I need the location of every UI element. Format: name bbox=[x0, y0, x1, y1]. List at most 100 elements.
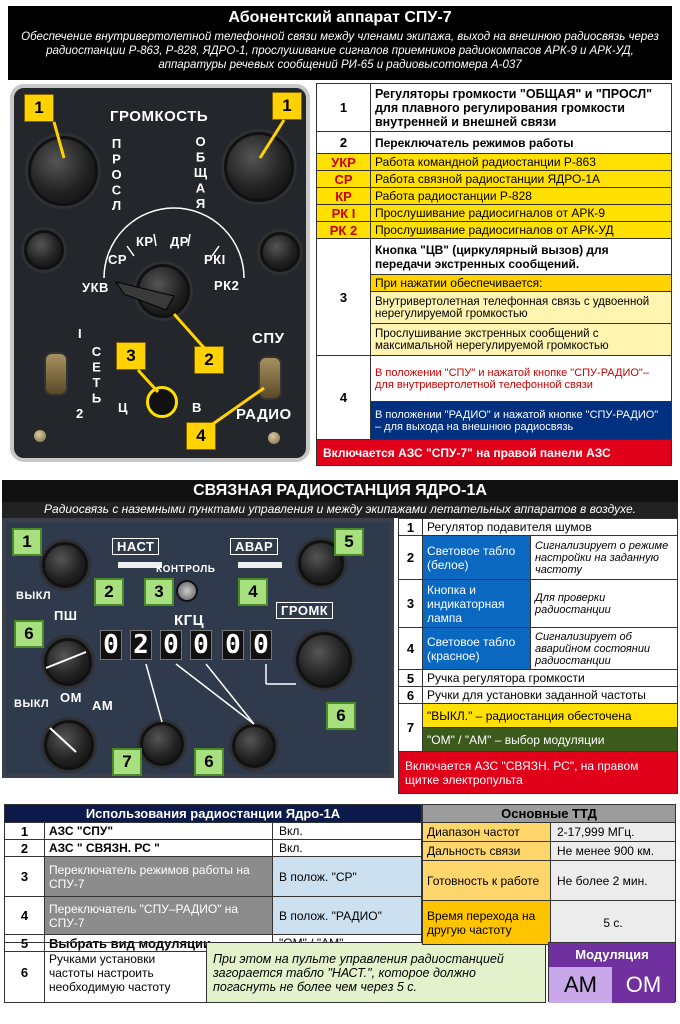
spu-row-text: Внутривертолетная телефонная связь с удв… bbox=[370, 291, 672, 324]
yadro-row-text: Ручки для установки заданной частоты bbox=[422, 686, 678, 704]
usage-row-value: В полож. "РАДИО" bbox=[272, 896, 422, 935]
ttd-value: Не менее 900 км. bbox=[550, 841, 676, 861]
cv-button[interactable] bbox=[146, 386, 178, 418]
usage-row-num: 3 bbox=[4, 856, 45, 897]
usage-row-num: 1 bbox=[4, 822, 45, 840]
yadro-row-num: 2 bbox=[398, 535, 423, 580]
avar-indicator bbox=[238, 562, 282, 568]
ttd-title: Основные ТТД bbox=[422, 804, 676, 823]
spu-azs-note: Включается АЗС "СПУ-7" на правой панели … bbox=[316, 439, 672, 466]
yadro-callout-3: 3 bbox=[144, 578, 174, 606]
usage-row-action: АЗС "СПУ" bbox=[44, 822, 273, 840]
usage-row-action: Переключатель режимов работы на СПУ-7 bbox=[44, 856, 273, 897]
yadro-row-text: Световое табло (белое) bbox=[422, 535, 531, 580]
ts-label: Ц bbox=[118, 400, 128, 415]
vykl-label-top: ВЫКЛ bbox=[16, 590, 52, 602]
ttd-param: Диапазон частот bbox=[422, 822, 551, 842]
ukv-label: УКВ bbox=[82, 280, 109, 295]
modulation-box: Модуляция АМ ОМ bbox=[548, 942, 676, 1003]
yadro-callout-6-right: 6 bbox=[326, 702, 356, 730]
usage-row-num: 2 bbox=[4, 839, 45, 857]
vykl-label-bottom: ВЫКЛ bbox=[14, 698, 50, 710]
am-option: АМ bbox=[549, 967, 612, 1003]
yadro-panel-image: ВЫКЛ НАСТ АВАР КОНТРОЛЬ ГРОМК ПШ КГЦ 0 2… bbox=[2, 518, 394, 778]
prosl-volume-knob[interactable] bbox=[28, 136, 98, 206]
spu-row-text: В положении "СПУ" и нажатой кнопке "СПУ-… bbox=[370, 355, 672, 402]
radio-label: РАДИО bbox=[236, 406, 292, 423]
set-toggle-switch[interactable] bbox=[44, 352, 68, 396]
yadro-callout-1: 1 bbox=[12, 528, 42, 556]
usage-row-num: 6 bbox=[4, 942, 45, 1003]
om-option: ОМ bbox=[612, 967, 675, 1003]
usage-row-6: 6 Ручками установки частоты настроить не… bbox=[4, 942, 546, 1003]
spu-row-text: Работа связной радиостанции ЯДРО-1А bbox=[370, 170, 672, 188]
usage-row-value: В полож. "СР" bbox=[272, 856, 422, 897]
spu-row-text: Прослушивание радиосигналов от АРК-9 bbox=[370, 204, 672, 222]
yadro-callout-7: 7 bbox=[112, 748, 142, 776]
ttd-param: Готовность к работе bbox=[422, 860, 551, 901]
yadro-row-text: Регулятор подавителя шумов bbox=[422, 518, 678, 536]
psh-knob[interactable] bbox=[44, 638, 92, 686]
spu-row-num: КР bbox=[316, 187, 371, 205]
yadro-row-text: Световое табло (красное) bbox=[422, 627, 531, 670]
spu-row-num: СР bbox=[316, 170, 371, 188]
yadro-azs-note: Включается АЗС "СВЯЗН. РС", на правом щи… bbox=[398, 751, 678, 794]
yadro-row-desc: Для проверки радиостанции bbox=[530, 579, 678, 628]
obshaya-label: ОБЩАЯ bbox=[193, 134, 208, 212]
modulation-title: Модуляция bbox=[549, 943, 675, 967]
ttd-param: Время перехода на другую частоту bbox=[422, 900, 551, 945]
yadro-row-num: 7 bbox=[398, 703, 423, 752]
squelch-knob[interactable] bbox=[42, 542, 88, 588]
callout-2: 2 bbox=[194, 346, 224, 374]
mode-pointer-icon bbox=[114, 281, 175, 311]
yadro-row-text: Кнопка и индикаторная лампа bbox=[422, 579, 531, 628]
yadro-row-desc: Сигнализирует о режиме настройки на зада… bbox=[530, 535, 678, 580]
spu-row-text: Переключатель режимов работы bbox=[370, 131, 672, 154]
yadro-subtitle-bar: Радиосвязь с наземными пунктами управлен… bbox=[2, 502, 678, 518]
sr-label: СР bbox=[108, 252, 128, 267]
two-label: 2 bbox=[76, 406, 84, 421]
yadro-callout-2: 2 bbox=[94, 578, 124, 606]
spu-row-text: Прослушивание радиосигналов от АРК-УД bbox=[370, 221, 672, 239]
obshaya-volume-knob[interactable] bbox=[224, 132, 294, 202]
spu-row-num: 1 bbox=[316, 83, 371, 132]
freq-digit: 2 bbox=[130, 630, 152, 660]
aux-knob-left bbox=[24, 230, 64, 270]
spu-row-text: Регуляторы громкости "ОБЩАЯ" и "ПРОСЛ" д… bbox=[370, 83, 672, 132]
gromk-knob[interactable] bbox=[296, 632, 352, 688]
callout-1-left: 1 bbox=[24, 94, 54, 122]
yadro-row-num: 1 bbox=[398, 518, 423, 536]
usage-row-value: При этом на пульте управления радиостанц… bbox=[206, 942, 546, 1003]
spu-panel-image: ГРОМКОСТЬ ПРОСЛ ОБЩАЯ УКВ СР КР ДР РКI Р… bbox=[10, 84, 310, 462]
spu-row-text: При нажатии обеспечивается: bbox=[370, 274, 672, 292]
spu-row-num: 4 bbox=[316, 355, 371, 440]
yadro-callout-6-left: 6 bbox=[14, 620, 44, 648]
yadro-row-text: "ВЫКЛ." – радиостанция обесточена bbox=[422, 703, 678, 728]
freq-knob-khz[interactable] bbox=[232, 724, 276, 768]
ttd-value: Не более 2 мин. bbox=[550, 860, 676, 901]
rk1-label: РКI bbox=[204, 252, 226, 267]
am-label: АМ bbox=[92, 698, 114, 713]
nast-label: НАСТ bbox=[112, 538, 160, 555]
spu-title: Абонентский аппарат СПУ-7 bbox=[228, 9, 452, 26]
spu-row-num: 3 bbox=[316, 238, 371, 356]
kontrol-button[interactable] bbox=[176, 580, 198, 602]
freq-digit: 0 bbox=[100, 630, 122, 660]
yadro-row-desc: Сигнализирует об аварийном состоянии рад… bbox=[530, 627, 678, 670]
freq-knob-mhz[interactable] bbox=[140, 722, 184, 766]
usage-row-num: 4 bbox=[4, 896, 45, 935]
yadro-row-text: Ручка регулятора громкости bbox=[422, 669, 678, 687]
usage-row-value: Вкл. bbox=[272, 839, 422, 857]
yadro-lines bbox=[45, 651, 296, 753]
aux-knob-right bbox=[260, 232, 300, 272]
yadro-row-num: 3 bbox=[398, 579, 423, 628]
spu-row-num: 2 bbox=[316, 131, 371, 154]
yadro-callout-4: 4 bbox=[238, 578, 268, 606]
usage-title: Использования радиостанции Ядро-1А bbox=[4, 804, 422, 823]
yadro-subtitle: Радиосвязь с наземными пунктами управлен… bbox=[44, 502, 636, 516]
kr-label: КР bbox=[136, 234, 154, 249]
mode-switch-arcs bbox=[103, 207, 245, 279]
yadro-row-num: 5 bbox=[398, 669, 423, 687]
spu-radio-toggle-switch[interactable] bbox=[258, 356, 282, 400]
